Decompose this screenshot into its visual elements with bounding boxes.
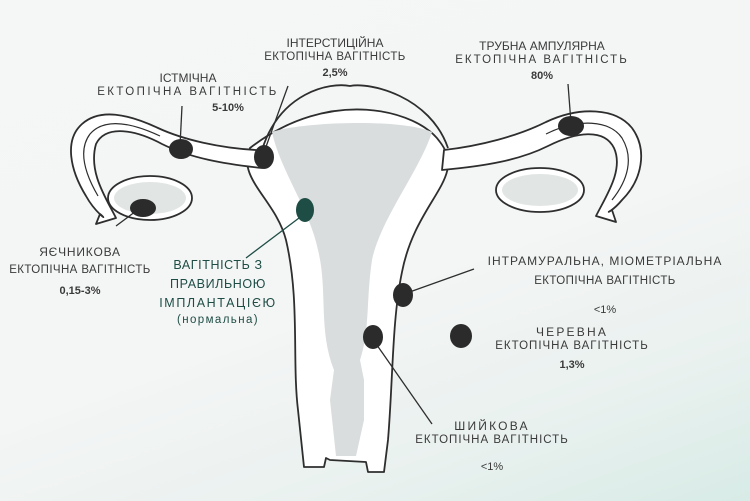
cervical-marker <box>363 325 383 349</box>
interstitial-label: ІНТЕРСТИЦІЙНА ЕКТОПІЧНА ВАГІТНІСТЬ 2,5% <box>264 36 406 80</box>
ampullary-marker <box>558 116 584 136</box>
left-fallopian-tube <box>70 113 263 225</box>
isthmic-marker <box>169 139 193 159</box>
abdominal-label: ЧЕРЕВНА ЕКТОПІЧНА ВАГІТНІСТЬ 1,3% <box>495 325 649 372</box>
ovarian-label: ЯЄЧНИКОВА ЕКТОПІЧНА ВАГІТНІСТЬ 0,15-3% <box>9 245 151 298</box>
ovarian-marker <box>130 199 156 217</box>
right-fallopian-tube <box>441 110 643 223</box>
intramural-marker <box>393 283 413 307</box>
fundus-arch <box>261 84 449 151</box>
normal-implantation-marker <box>296 198 314 222</box>
cervical-label: ШИЙКОВА ЕКТОПІЧНА ВАГІТНІСТЬ <1% <box>415 419 569 474</box>
isthmic-label: ІСТМІЧНА ЕКТОПІЧНА ВАГІТНІСТЬ 5-10% <box>97 71 279 115</box>
ampullary-label: ТРУБНА АМПУЛЯРНА ЕКТОПІЧНА ВАГІТНІСТЬ 80… <box>455 39 629 83</box>
interstitial-marker <box>254 145 274 169</box>
normal-implantation-label: ВАГІТНІСТЬ З ПРАВИЛЬНОЮ ІМПЛАНТАЦІЄЮ (но… <box>159 258 277 327</box>
intramural-label: ІНТРАМУРАЛЬНА, МІОМЕТРІАЛЬНА ЕКТОПІЧНА В… <box>487 254 723 317</box>
abdominal-marker <box>450 324 472 348</box>
